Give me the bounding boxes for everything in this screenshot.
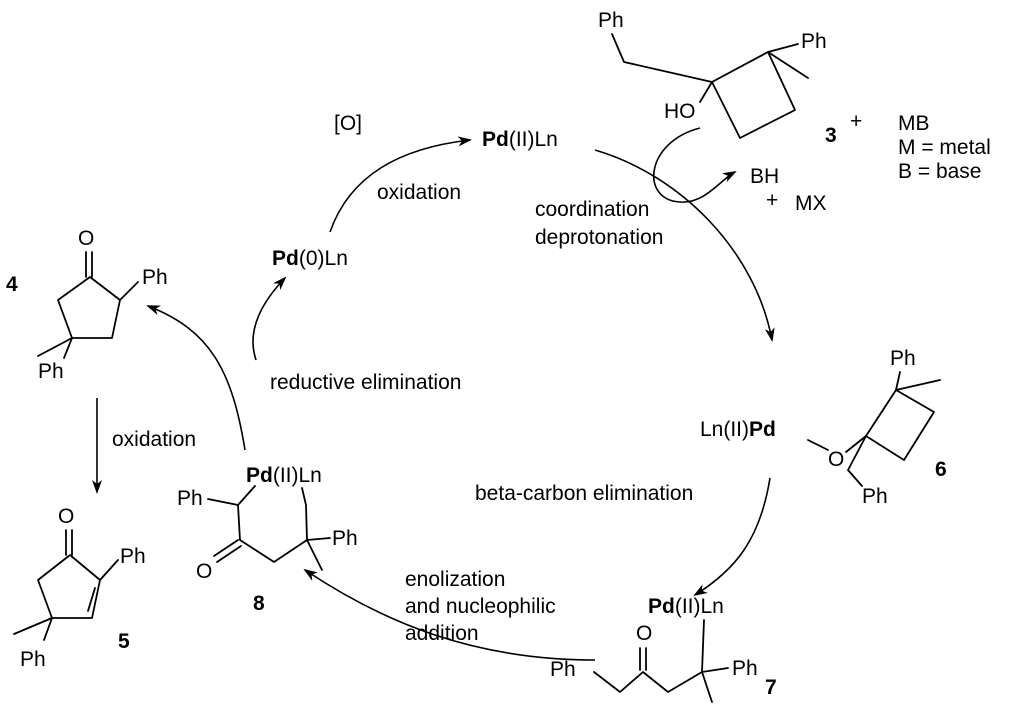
o-atom: O	[636, 622, 652, 645]
pd7-label: Pd(II)Ln	[648, 595, 724, 618]
b-definition: B = base	[898, 160, 981, 183]
arrow-re-to-pd0	[252, 276, 287, 361]
arrow-substrate-in	[653, 127, 737, 203]
ph-atom: Ph	[38, 360, 64, 383]
plus-sign: +	[850, 110, 862, 133]
o-atom: O	[828, 448, 844, 471]
ph-atom: Ph	[732, 657, 758, 680]
bh-label: BH	[750, 165, 779, 188]
pd8-label: Pd(II)Ln	[246, 464, 322, 487]
enolization-label-3: addition	[405, 622, 479, 645]
ph-atom: Ph	[550, 658, 576, 681]
plus-sign-2: +	[766, 189, 778, 212]
enolization-label-2: and nucleophilic	[405, 595, 556, 618]
oxidant-label: [O]	[334, 112, 362, 135]
oxidation-step-label: oxidation	[377, 181, 461, 204]
ph-atom: Ph	[862, 485, 888, 508]
ph-atom: Ph	[598, 9, 624, 32]
compound-6-structure: Ln(II)Pd O Ph Ph 6	[700, 347, 947, 508]
compound-6-number: 6	[935, 458, 947, 481]
m-definition: M = metal	[898, 136, 991, 159]
mb-label: MB	[898, 112, 930, 135]
o-atom: O	[78, 227, 94, 250]
beta-carbon-elimination-label: beta-carbon elimination	[475, 482, 693, 505]
compound-5-number: 5	[118, 630, 130, 653]
deprotonation-label: deprotonation	[535, 226, 663, 249]
reductive-elimination-label: reductive elimination	[270, 371, 461, 394]
coordination-label: coordination	[535, 198, 649, 221]
ph-atom: Ph	[332, 527, 358, 550]
ph-atom: Ph	[801, 30, 827, 53]
ho-atom: HO	[664, 100, 696, 123]
ph-atom: Ph	[20, 648, 46, 671]
pd2-ln-top: Pd(II)Ln	[482, 128, 558, 151]
oxidation-vertical-label: oxidation	[112, 428, 196, 451]
compound-8-number: 8	[253, 592, 265, 615]
compound-4-number: 4	[6, 273, 18, 296]
compound-4-structure: O Ph Ph 4	[6, 227, 168, 383]
o-atom: O	[196, 560, 212, 583]
compound-3-structure: Ph HO Ph 3	[598, 9, 837, 147]
ph-atom: Ph	[890, 347, 916, 370]
arrow-pd0-to-pd2	[329, 136, 472, 233]
o-atom: O	[58, 505, 74, 528]
compound-7-number: 7	[765, 676, 777, 699]
arrow-7-to-8	[303, 568, 596, 661]
compound-3-number: 3	[825, 124, 837, 147]
ph-atom: Ph	[120, 545, 146, 568]
pd0-ln: Pd(0)Ln	[272, 247, 348, 270]
arrow-8-to-4	[146, 305, 246, 451]
ph-atom: Ph	[177, 487, 203, 510]
arrow-pd2-to-6	[594, 149, 775, 342]
enolization-label-1: enolization	[405, 568, 505, 591]
compound-7-structure: Pd(II)Ln O Ph Ph 7	[550, 595, 777, 703]
mx-label: MX	[795, 192, 827, 215]
ph-atom: Ph	[142, 266, 168, 289]
compound-5-structure: O Ph Ph 5	[13, 505, 146, 671]
arrow-6-to-7	[693, 477, 771, 597]
pd6-label: Ln(II)Pd	[700, 418, 776, 441]
compound-8-structure: Ph Pd(II)Ln O Ph 8	[177, 464, 358, 615]
